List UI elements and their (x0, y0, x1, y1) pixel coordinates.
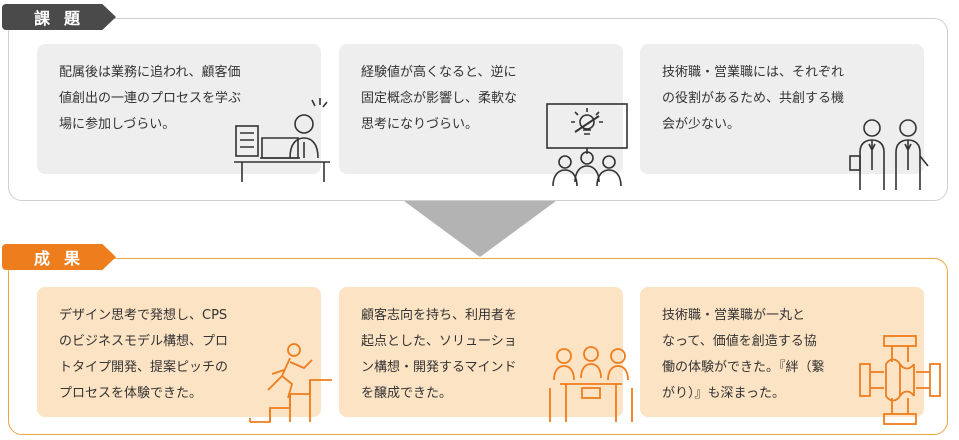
result-card-1: デザイン思考で発想し、CPS のビジネスモデル構想、プロ トタイプ開発、提案ピッ… (37, 287, 321, 417)
results-tag: 成果 (2, 244, 116, 270)
results-section (8, 258, 948, 435)
issues-tag-label: 課題 (33, 9, 94, 28)
issue-card-3: 技術職・営業職には、それぞれ の役割があるため、共創する機 会が少ない。 (640, 44, 924, 174)
issues-tag: 課題 (2, 4, 116, 30)
business-people-icon (849, 119, 929, 190)
result-card-3-text: 技術職・営業職が一丸と なって、価値を創造する協 働の体験ができた。『絆（繋 が… (662, 308, 825, 401)
issue-card-3-text: 技術職・営業職には、それぞれ の役割があるため、共創する機 会が少ない。 (662, 65, 845, 132)
down-arrow-icon (404, 201, 556, 257)
busy-worker-icon (234, 98, 330, 182)
issue-card-1-text: 配属後は業務に追われ、顧客価 値創出の一連のプロセスを学ぶ 場に参加しづらい。 (59, 65, 242, 132)
issues-section (8, 18, 948, 201)
issue-card-2-text: 経験値が高くなると、逆に 固定概念が影響し、柔軟な 思考になりづらい。 (361, 65, 518, 132)
climbing-stairs-icon (249, 343, 332, 423)
result-card-2: 顧客志向を持ち、利用者を 起点とした、ソリューショ ン構想・開発するマインド を… (339, 287, 623, 417)
result-card-3: 技術職・営業職が一丸と なって、価値を創造する協 働の体験ができた。『絆（繋 が… (640, 287, 924, 417)
result-card-1-text: デザイン思考で発想し、CPS のビジネスモデル構想、プロ トタイプ開発、提案ピッ… (59, 308, 229, 401)
issue-card-2: 経験値が高くなると、逆に 固定概念が影響し、柔軟な 思考になりづらい。 (339, 44, 623, 174)
idea-presentation-icon (546, 103, 628, 187)
team-meeting-icon (549, 346, 633, 422)
result-card-2-text: 顧客志向を持ち、利用者を 起点とした、ソリューショ ン構想・開発するマインド を… (361, 308, 518, 401)
teamwork-hands-icon (859, 335, 941, 425)
results-tag-label: 成果 (33, 249, 94, 268)
issue-card-1: 配属後は業務に追われ、顧客価 値創出の一連のプロセスを学ぶ 場に参加しづらい。 (37, 44, 321, 174)
